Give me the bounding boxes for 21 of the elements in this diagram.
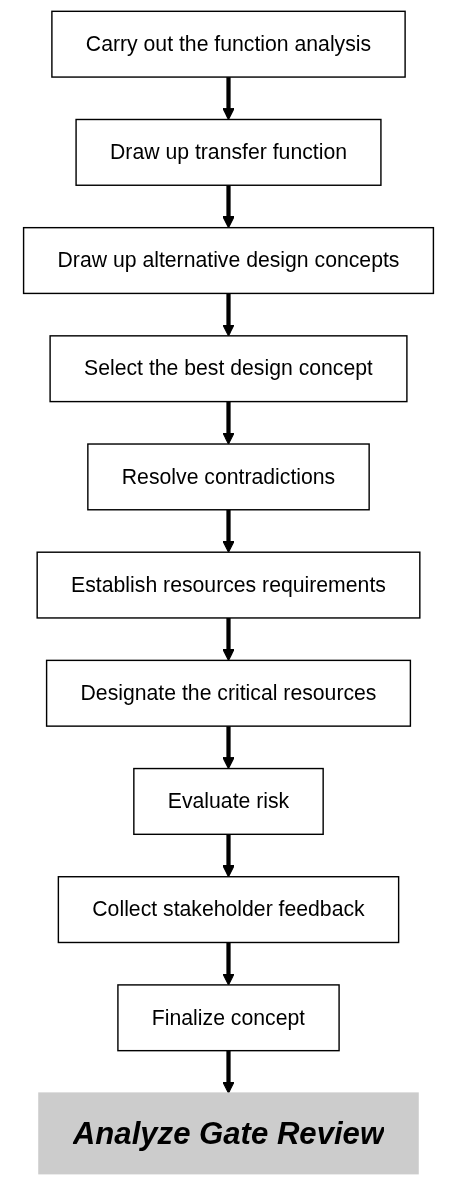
node-box: Evaluate risk [133,767,324,835]
node-box: Analyze Gate Review [38,1092,419,1175]
arrow [222,185,235,229]
node-box: Establish resources requirements [36,551,421,619]
arrow [222,401,235,445]
arrow [222,726,235,770]
arrow [222,942,235,986]
node-box: Resolve contradictions [87,443,370,511]
node-box: Draw up transfer function [75,118,382,186]
arrow [222,509,235,553]
arrow [222,77,235,121]
node-box: Draw up alternative design concepts [22,226,435,295]
node-box: Carry out the function analysis [51,10,406,78]
arrow [222,293,235,337]
node-box: Designate the critical resources [45,659,412,727]
arrow [222,617,235,661]
node-box: Finalize concept [117,984,340,1052]
node-box: Select the best design concept [49,335,408,403]
node-box: Collect stakeholder feedback [57,876,400,944]
arrow [222,1050,235,1094]
arrow [222,834,235,878]
